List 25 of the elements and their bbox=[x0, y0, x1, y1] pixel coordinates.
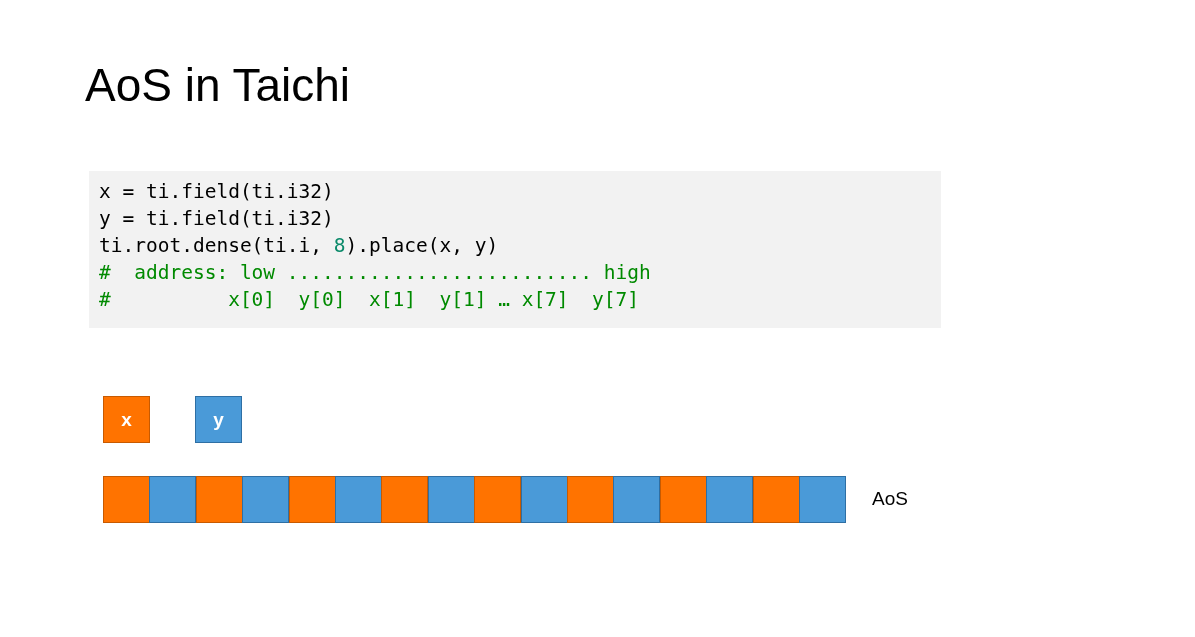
memory-cell bbox=[103, 476, 150, 523]
memory-cell bbox=[520, 476, 568, 523]
memory-cell bbox=[335, 476, 382, 523]
code-line: ti.root.dense(ti.i, 8).place(x, y) bbox=[99, 233, 499, 259]
memory-cell bbox=[567, 476, 614, 523]
code-comment: # x[0] y[0] x[1] y[1] … x[7] y[7] bbox=[99, 287, 640, 313]
memory-cell bbox=[195, 476, 243, 523]
code-comment: # address: low .......................... high bbox=[99, 260, 651, 286]
memory-cell bbox=[288, 476, 336, 523]
field-box: x bbox=[103, 396, 150, 443]
memory-cell bbox=[659, 476, 707, 523]
memory-cell bbox=[799, 476, 846, 523]
code-line: x = ti.field(ti.i32) bbox=[99, 179, 334, 205]
memory-cell bbox=[752, 476, 800, 523]
memory-cell bbox=[242, 476, 290, 523]
memory-cell bbox=[706, 476, 754, 523]
memory-cell bbox=[381, 476, 429, 523]
slide-title: AoS in Taichi bbox=[85, 58, 351, 112]
memory-cell bbox=[149, 476, 197, 523]
code-line: y = ti.field(ti.i32) bbox=[99, 206, 334, 232]
memory-cell bbox=[427, 476, 475, 523]
field-box: y bbox=[195, 396, 242, 443]
memory-cell bbox=[613, 476, 661, 523]
memory-cell bbox=[474, 476, 522, 523]
row-label: AoS bbox=[872, 488, 908, 510]
